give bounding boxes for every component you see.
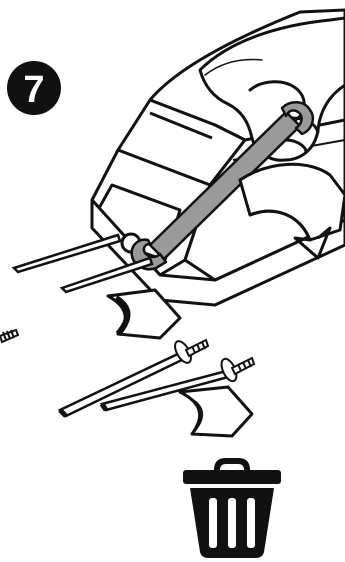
mounting-clip-icon xyxy=(180,387,252,436)
step-number-label: 7 xyxy=(23,69,44,111)
screw-icon xyxy=(0,330,18,342)
trash-bin-icon xyxy=(183,458,281,558)
step-number-badge: 7 xyxy=(7,61,61,115)
